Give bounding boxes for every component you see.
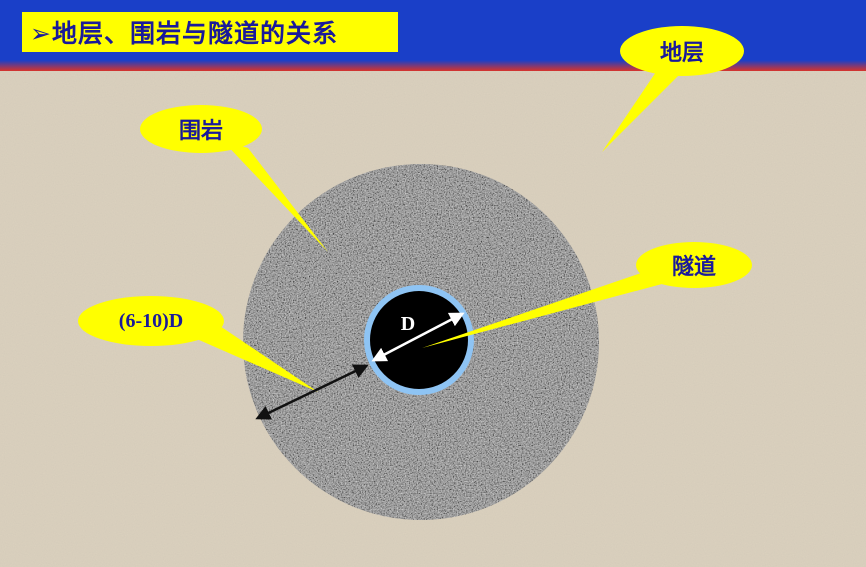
stratum-callout <box>620 26 744 76</box>
tunnel-opening <box>370 291 468 389</box>
surrounding-rock-label: 围岩 <box>178 119 223 144</box>
diameter-label: D <box>400 312 416 335</box>
stratum-callout-pointer <box>602 68 686 152</box>
range-label: (6-10)D <box>118 309 184 332</box>
rock-callout-pointer <box>222 140 328 252</box>
tunnel-label: 隧道 <box>671 255 716 280</box>
rock-callout <box>140 105 262 153</box>
title-box: ➢地层、围岩与隧道的关系 <box>22 12 398 52</box>
tunnel-callout <box>636 242 752 288</box>
stratum-label: 地层 <box>659 41 704 66</box>
range-callout <box>78 296 224 346</box>
range-dimension-arrow <box>255 364 369 420</box>
diameter-dimension-arrow <box>371 312 465 362</box>
tunnel-callout-pointer <box>422 272 662 348</box>
page-title: ➢地层、围岩与隧道的关系 <box>30 19 338 48</box>
